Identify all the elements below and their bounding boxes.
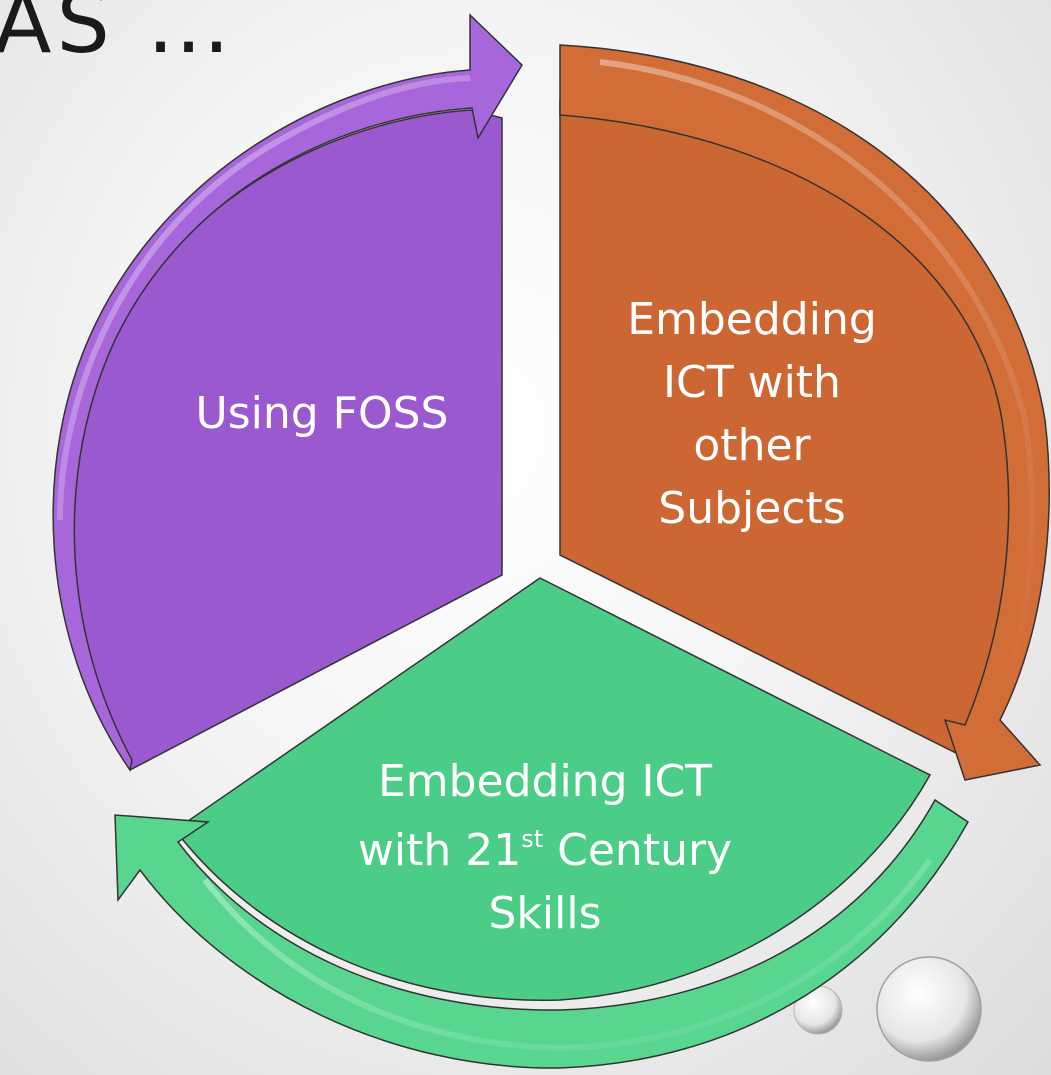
slide-title: AS … (0, 0, 236, 72)
segment-using-foss (52, 13, 523, 772)
label-using-foss: Using FOSS (196, 388, 449, 439)
segment-using-foss-arrow-shine (57, 75, 471, 521)
label-other-subjects-line-3: other (693, 420, 811, 471)
segment-21st-century-skills-arrow-shine (202, 858, 933, 1052)
segment-21st-century-skills-body (173, 577, 932, 1002)
label-21st-century-skills: Embedding ICT with 21st Century Skills (358, 756, 732, 939)
bubble-large (876, 956, 982, 1062)
label-other-subjects-line-1: Embedding (627, 294, 877, 345)
label-other-subjects: Embedding ICT with other Subjects (627, 294, 877, 534)
label-other-subjects-line-2: ICT with (663, 357, 841, 408)
label-other-subjects-line-4: Subjects (658, 483, 845, 534)
label-21st-century-skills-line-1: Embedding ICT (378, 756, 712, 807)
decorative-bubbles (793, 956, 982, 1062)
label-21st-century-skills-line-3: Skills (488, 888, 601, 939)
label-21st-century-skills-century: Century (543, 825, 732, 876)
label-21st-century-skills-line-2: with 21st Century (358, 825, 732, 876)
segment-other-subjects (559, 44, 1050, 781)
label-21st-century-skills-superscript: st (521, 825, 543, 853)
segment-using-foss-arrow-band (52, 13, 523, 772)
segment-other-subjects-arrow-shine (599, 59, 1036, 671)
segment-21st-century-skills (114, 577, 969, 1069)
segment-21st-century-skills-arrow-band (114, 798, 969, 1069)
label-21st-century-skills-with-21: with 21 (358, 825, 521, 876)
